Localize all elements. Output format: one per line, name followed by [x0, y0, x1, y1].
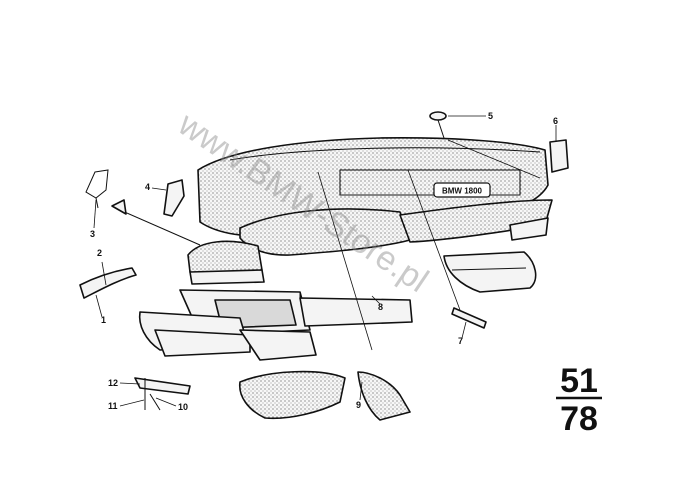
- callout-1: 1: [101, 315, 106, 325]
- callout-2: 2: [97, 248, 102, 258]
- bmw-emblem: BMW 1800: [433, 182, 491, 198]
- left-trim-panels: [138, 311, 317, 361]
- callout-12: 12: [108, 378, 118, 388]
- part-5-knob: [429, 111, 447, 139]
- group-number: 51 78: [556, 362, 602, 438]
- left-end-trim: [111, 199, 265, 285]
- part-7-rod: [451, 307, 487, 329]
- vent-right: [509, 217, 549, 241]
- callout-10: 10: [178, 402, 188, 412]
- part-2-strip: [79, 267, 137, 299]
- part-3-bracket: [85, 169, 109, 209]
- callout-4: 4: [145, 182, 150, 192]
- leader-line-9: [317, 171, 373, 351]
- right-trim-panel: [443, 251, 537, 293]
- group-number-top: 51: [560, 362, 598, 400]
- group-number-bottom: 78: [560, 400, 598, 438]
- callout-3: 3: [90, 229, 95, 239]
- instrument-opening: [339, 169, 521, 196]
- knee-bolster: [239, 370, 411, 421]
- callout-8: 8: [378, 302, 383, 312]
- part-10-12-bracket: [134, 377, 191, 411]
- callout-6: 6: [553, 116, 558, 126]
- callout-5: 5: [488, 111, 493, 121]
- arrow-head: [111, 199, 127, 215]
- part-6-cover: [549, 139, 569, 173]
- leader-line-emblem: [447, 139, 541, 179]
- leader-line-7: [407, 169, 461, 311]
- part-4-clip: [163, 179, 185, 217]
- callout-9: 9: [356, 400, 361, 410]
- lower-dash-panel: [239, 199, 553, 256]
- callout-11: 11: [108, 401, 118, 411]
- emblem-text: BMW 1800: [442, 187, 483, 196]
- callout-7: 7: [458, 336, 463, 346]
